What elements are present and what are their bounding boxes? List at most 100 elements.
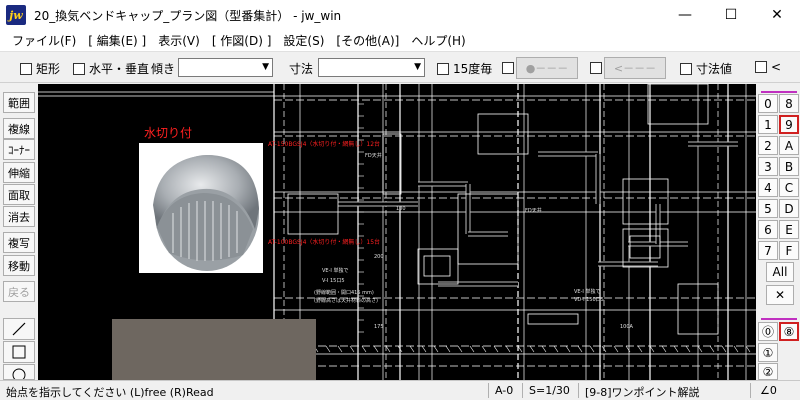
- cross-icon[interactable]: ✕: [766, 285, 794, 305]
- undo-button[interactable]: 戻る: [3, 281, 35, 302]
- layer-7-button[interactable]: 7: [758, 241, 778, 260]
- group-1-button[interactable]: ①: [758, 343, 778, 362]
- deg15-label: 15度毎: [453, 62, 493, 76]
- dim-label: 寸法: [289, 62, 314, 76]
- status-divider: [578, 383, 579, 398]
- drawing-text: VE-I 単独で: [574, 289, 601, 295]
- status-message: 始点を指示してください (L)free (R)Read: [6, 386, 214, 399]
- drawing-text: 200: [374, 254, 384, 260]
- dim-value-checkbox[interactable]: [680, 62, 692, 75]
- layer-2-button[interactable]: 2: [758, 136, 778, 155]
- layer-1-button[interactable]: 1: [758, 115, 778, 134]
- menu-settings[interactable]: 設定(S): [283, 34, 325, 48]
- layer-f-button[interactable]: F: [779, 241, 799, 260]
- angle-indicator[interactable]: ∠0: [760, 384, 777, 397]
- lt-checkbox[interactable]: [755, 61, 767, 73]
- hint-indicator[interactable]: [9-8]ワンポイント解説: [585, 386, 700, 399]
- dim-combo[interactable]: ▼: [318, 58, 425, 77]
- stretch-button[interactable]: 伸縮: [3, 162, 35, 183]
- line-tool-icon: [12, 322, 26, 336]
- deg15-checkbox[interactable]: [437, 62, 449, 75]
- drawing-text: FD天井: [365, 153, 382, 159]
- drawing-text: 175: [374, 324, 384, 330]
- menu-draw[interactable]: [ 作図(D) ]: [211, 34, 272, 48]
- group-0-button[interactable]: ⓪: [758, 322, 778, 341]
- move-button[interactable]: 移動: [3, 255, 35, 276]
- erase-button[interactable]: 消去: [3, 206, 35, 227]
- arrow-line-button[interactable]: <－－－: [604, 57, 666, 79]
- copy-button[interactable]: 複写: [3, 232, 35, 253]
- layer-a-button[interactable]: A: [779, 136, 799, 155]
- drawing-text: V-I 15口5: [322, 278, 345, 284]
- drawing-text: FD天井: [525, 208, 542, 214]
- minimize-button[interactable]: —: [678, 7, 692, 23]
- horiz-vert-checkbox[interactable]: [73, 62, 85, 75]
- layer-d-button[interactable]: D: [779, 199, 799, 218]
- rect-option[interactable]: 矩形: [20, 60, 60, 77]
- dots-line-button[interactable]: ●－－－: [516, 57, 578, 79]
- layer-e-button[interactable]: E: [779, 220, 799, 239]
- drawing-text: VE-I 単独で: [322, 268, 349, 274]
- group-8-button[interactable]: ⑧: [779, 322, 799, 341]
- tilt-combo[interactable]: ▼: [178, 58, 273, 77]
- layer-b-button[interactable]: B: [779, 157, 799, 176]
- menu-edit[interactable]: [ 編集(E) ]: [88, 34, 147, 48]
- chevron-down-icon[interactable]: ▼: [414, 62, 421, 72]
- layer-group-8-button[interactable]: 8: [779, 94, 799, 113]
- drawing-text: (野線高さは天井材料の高さ): [314, 298, 378, 304]
- circle-tool-button[interactable]: [3, 364, 35, 380]
- left-tool-panel: 範囲 複線 ｺｰﾅｰ 伸縮 面取 消去 複写 移動 戻る: [0, 84, 38, 380]
- status-divider: [750, 383, 751, 398]
- lt-label: <: [771, 60, 782, 74]
- drawing-lines: [38, 84, 756, 380]
- drawing-text: 100: [396, 206, 406, 212]
- range-button[interactable]: 範囲: [3, 92, 35, 113]
- title-bar: jw 20_換気ベンドキャップ_プラン図（型番集計） - jw_win — ☐ …: [0, 0, 800, 30]
- drawing-text: 100A: [620, 324, 633, 330]
- line-tool-button[interactable]: [3, 318, 35, 340]
- model-note-2: AT-100BGSJ4（水切り付・網無し）15台: [268, 239, 381, 246]
- layer-marker-line: [761, 91, 797, 93]
- circle-tool-icon: [12, 368, 26, 379]
- toolbar: 矩形 水平・垂直 傾き ▼ 寸法 ▼ 15度毎 ●－－－ <－－－ 寸法値 <: [0, 53, 800, 83]
- deg15-option[interactable]: 15度毎: [437, 60, 492, 77]
- layer-6-button[interactable]: 6: [758, 220, 778, 239]
- layer-3-button[interactable]: 3: [758, 157, 778, 176]
- layer-c-button[interactable]: C: [779, 178, 799, 197]
- menu-help[interactable]: ヘルプ(H): [411, 34, 466, 48]
- dots-checkbox[interactable]: [502, 62, 514, 74]
- menu-view[interactable]: 表示(V): [158, 34, 200, 48]
- menu-bar: ファイル(F) [ 編集(E) ] 表示(V) [ 作図(D) ] 設定(S) …: [0, 30, 800, 52]
- menu-other[interactable]: [その他(A)]: [336, 34, 400, 48]
- all-layers-button[interactable]: All: [766, 262, 794, 282]
- layer-indicator[interactable]: A-0: [495, 384, 514, 397]
- rect-checkbox[interactable]: [20, 62, 32, 75]
- arrow-checkbox[interactable]: [590, 62, 602, 74]
- close-button[interactable]: ✕: [771, 7, 783, 23]
- layer-9-button[interactable]: 9: [779, 115, 799, 134]
- dim-value-label: 寸法値: [696, 62, 733, 76]
- group-2-button[interactable]: ②: [758, 363, 778, 380]
- parallel-line-button[interactable]: 複線: [3, 118, 35, 139]
- drawing-canvas[interactable]: 水切り付 AT-150BGSJ4（水切り付・網無し）12台 AT-100BGSJ…: [38, 84, 756, 380]
- corner-button[interactable]: ｺｰﾅｰ: [3, 139, 35, 160]
- chevron-down-icon[interactable]: ▼: [262, 62, 269, 72]
- layer-5-button[interactable]: 5: [758, 199, 778, 218]
- maximize-button[interactable]: ☐: [724, 7, 738, 23]
- drawing-text: VD-I 150口5: [574, 297, 604, 303]
- horiz-vert-label: 水平・垂直: [89, 62, 150, 76]
- vent-cap-photo: [139, 143, 263, 273]
- menu-file[interactable]: ファイル(F): [12, 34, 77, 48]
- group-marker-line: [761, 318, 797, 320]
- status-divider: [522, 383, 523, 398]
- lt-option[interactable]: <: [755, 60, 781, 74]
- horiz-vert-option[interactable]: 水平・垂直: [73, 60, 149, 77]
- jw-app-icon[interactable]: jw: [6, 5, 26, 25]
- rectangle-tool-button[interactable]: [3, 341, 35, 363]
- chamfer-button[interactable]: 面取: [3, 184, 35, 205]
- scale-indicator[interactable]: S=1/30: [529, 384, 570, 397]
- layer-4-button[interactable]: 4: [758, 178, 778, 197]
- status-divider: [488, 383, 489, 398]
- dim-value-option[interactable]: 寸法値: [680, 60, 732, 77]
- layer-group-0-button[interactable]: 0: [758, 94, 778, 113]
